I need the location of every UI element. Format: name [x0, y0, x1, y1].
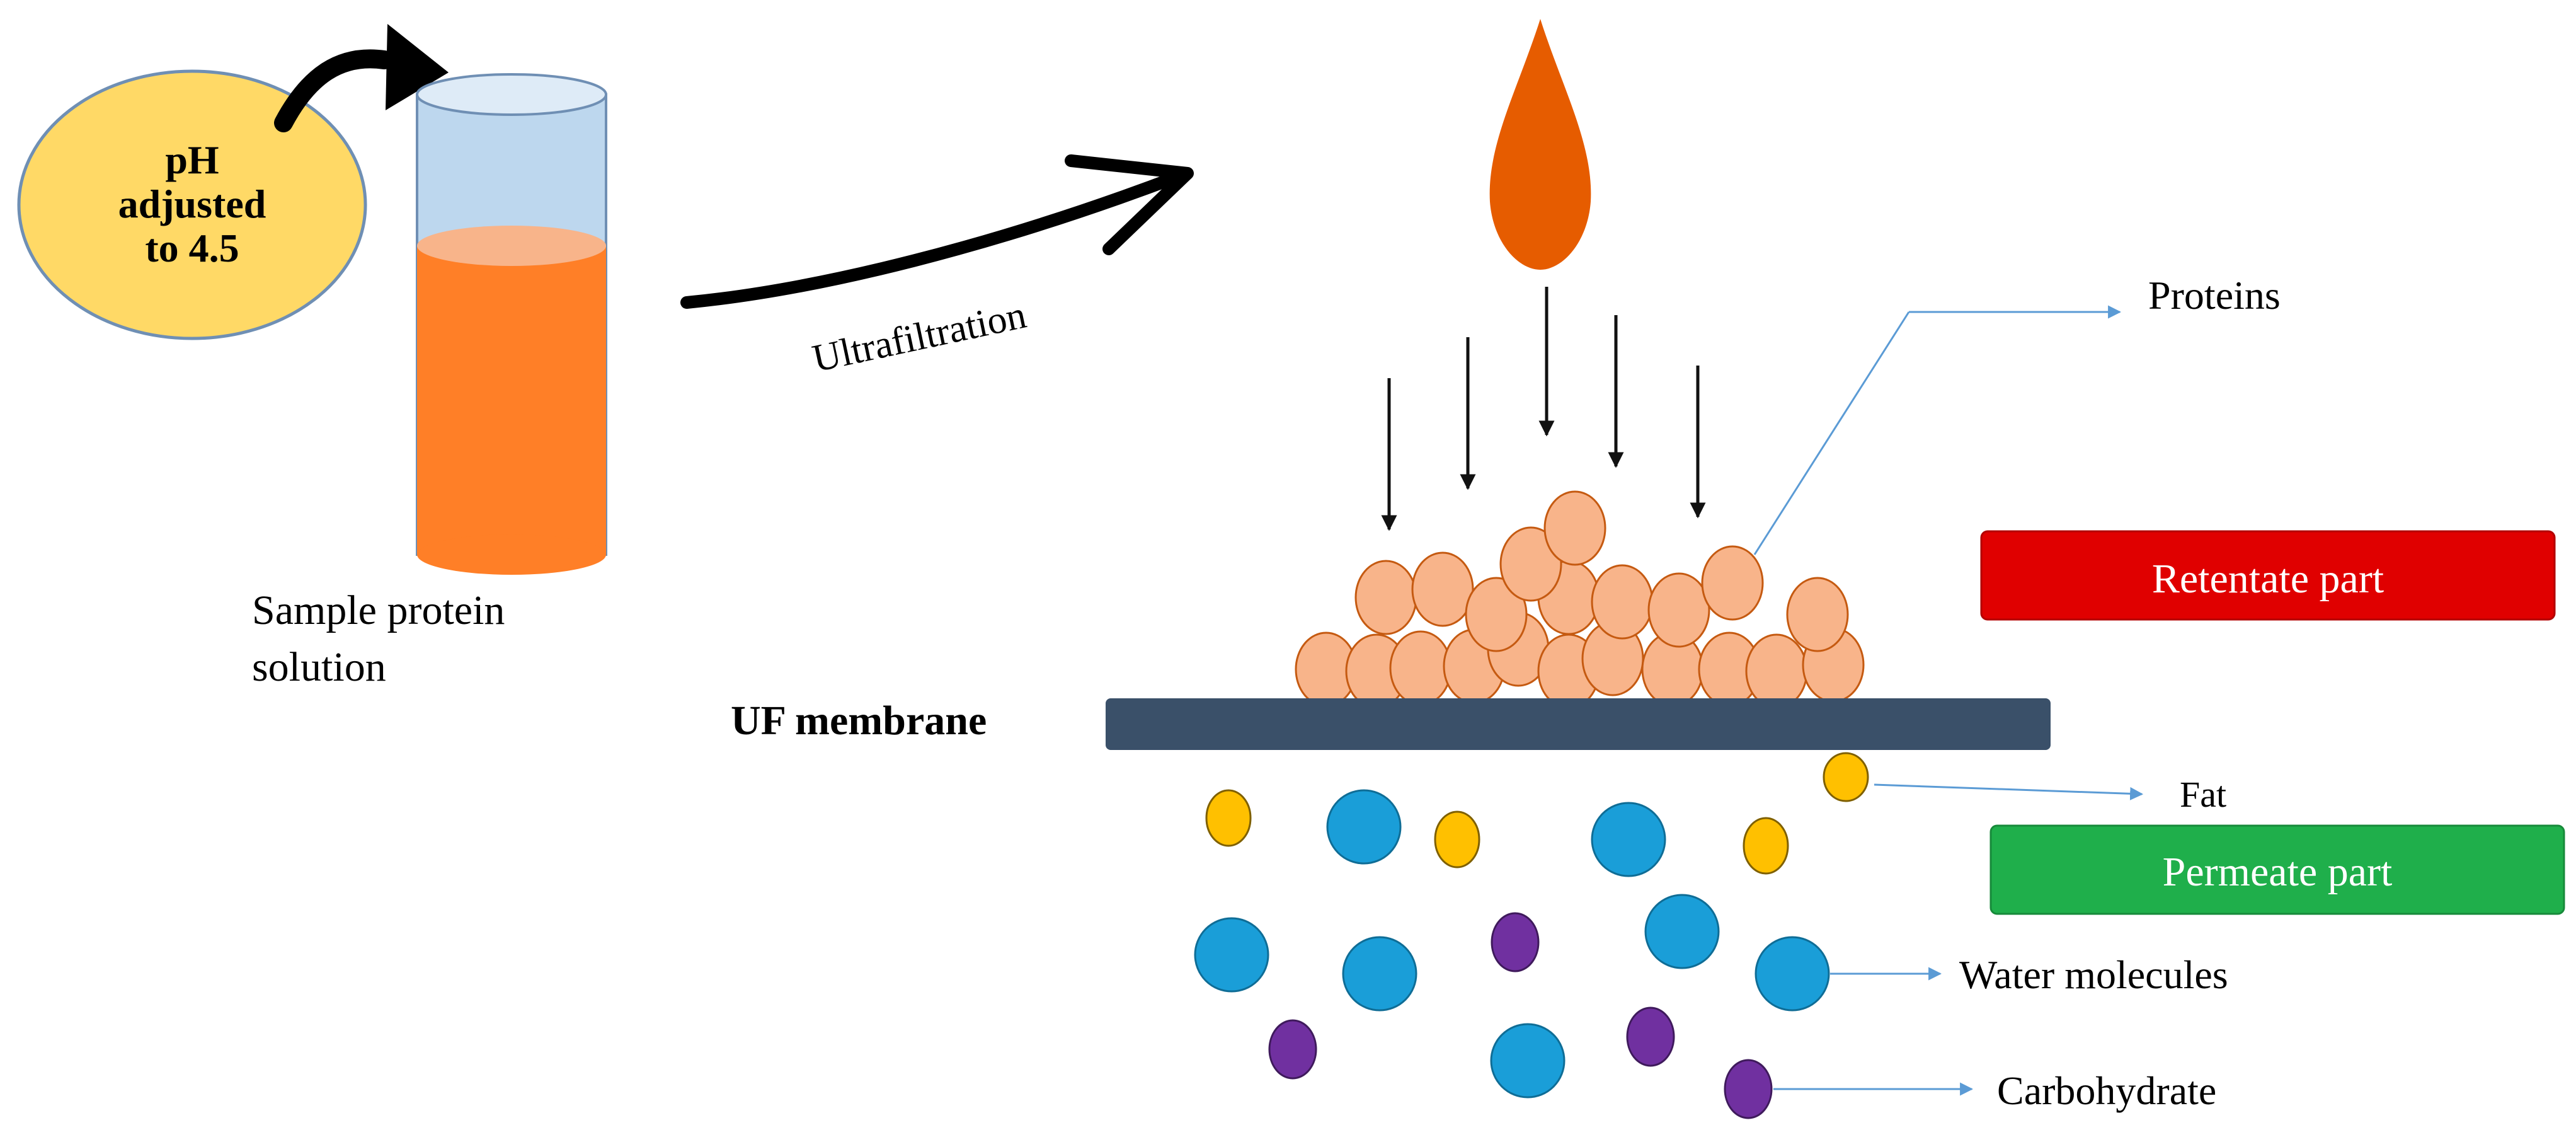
retentate-part-box — [1980, 530, 2556, 621]
water-molecules-label: Water molecules — [1959, 952, 2228, 997]
sample-label-line1: Sample protein — [252, 587, 505, 633]
uf-membrane — [1106, 698, 2051, 750]
sample-label-line2: solution — [252, 644, 386, 690]
flow-arrows — [1381, 287, 1706, 531]
ultrafiltration-arrow-head — [1065, 154, 1194, 255]
ph-label-line1: pH — [165, 137, 219, 182]
ph-to-tube-arrow-head — [386, 24, 449, 110]
tube-rim — [416, 73, 607, 116]
permeate-part-box — [1989, 824, 2565, 915]
fat-callout-arrow — [1874, 783, 2144, 800]
water-molecules — [1194, 789, 1830, 1099]
ultrafiltration-label: Ultrafiltration — [809, 294, 1030, 381]
ph-label-line2: adjusted — [118, 182, 266, 226]
uf-membrane-label: UF membrane — [731, 698, 987, 744]
proteins-callout-line — [1753, 311, 1910, 555]
protein-pile — [1295, 490, 1865, 709]
drop-icon — [1489, 19, 1591, 270]
test-tube — [416, 73, 607, 575]
retentate-part-label: Retentate part — [2152, 556, 2384, 602]
proteins-label: Proteins — [2148, 273, 2281, 318]
ph-circle — [17, 69, 367, 340]
ph-to-tube-arrow-shaft — [274, 49, 394, 132]
ultrafiltration-arrow-shaft — [680, 170, 1184, 309]
tube-liquid-surface — [417, 226, 606, 266]
carbohydrate-label: Carbohydrate — [1997, 1068, 2216, 1113]
fat-molecules — [1205, 752, 1869, 875]
fat-label: Fat — [2180, 774, 2226, 815]
ph-label-line3: to 4.5 — [145, 226, 239, 270]
carbohydrate-molecules — [1268, 912, 1773, 1119]
permeate-part-label: Permeate part — [2163, 849, 2393, 895]
